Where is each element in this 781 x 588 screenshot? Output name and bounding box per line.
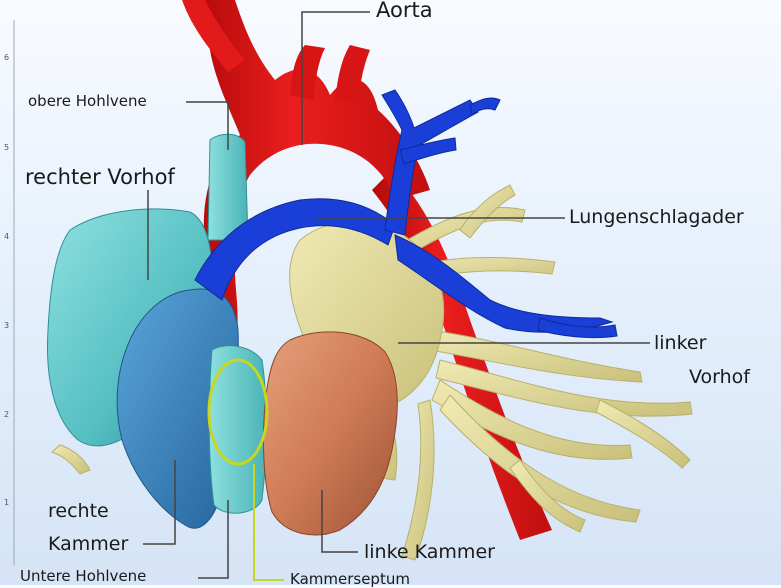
inferior-vena-cava [208,345,267,514]
leader-obere-hohlvene [186,101,229,150]
leader-rechte-kammer [143,460,176,545]
axis-tick-2: 2 [4,410,10,419]
label-untere-hohlvene: Untere Hohlvene [20,567,147,585]
axis-tick-6: 6 [4,53,10,62]
axis-tick-3: 3 [4,321,10,330]
left-ventricle [263,331,398,536]
right-ventricle [116,288,239,529]
label-lungenschlagader: Lungenschlagader [569,206,744,228]
leader-kammerseptum [253,464,284,581]
axis-tick-1: 1 [4,498,10,507]
label-rechter-vorhof: rechter Vorhof [25,165,175,189]
label-obere-hohlvene: obere Hohlvene [28,92,147,110]
aortic-arch [200,0,430,380]
label-linke-kammer: linke Kammer [364,541,495,563]
leader-untere-hohlvene [198,500,229,579]
leader-lines [143,11,650,581]
aortic-branch-2 [335,45,370,104]
axis-tick-4: 4 [4,232,10,241]
label-aorta: Aorta [376,0,433,22]
pulmonary-artery [194,89,618,339]
label-vorhof: Vorhof [689,366,750,388]
label-linker: linker [654,332,707,354]
label-kammer: Kammer [48,533,129,555]
septum-marker-ellipse [207,358,269,466]
label-kammerseptum: Kammerseptum [290,570,410,588]
axis-tick-5: 5 [4,143,10,152]
leader-aorta [301,11,370,145]
leader-linke-kammer [321,490,358,553]
aortic-branch-1 [290,45,325,100]
aortic-branch-3 [182,0,245,72]
label-rechte: rechte [48,500,109,522]
